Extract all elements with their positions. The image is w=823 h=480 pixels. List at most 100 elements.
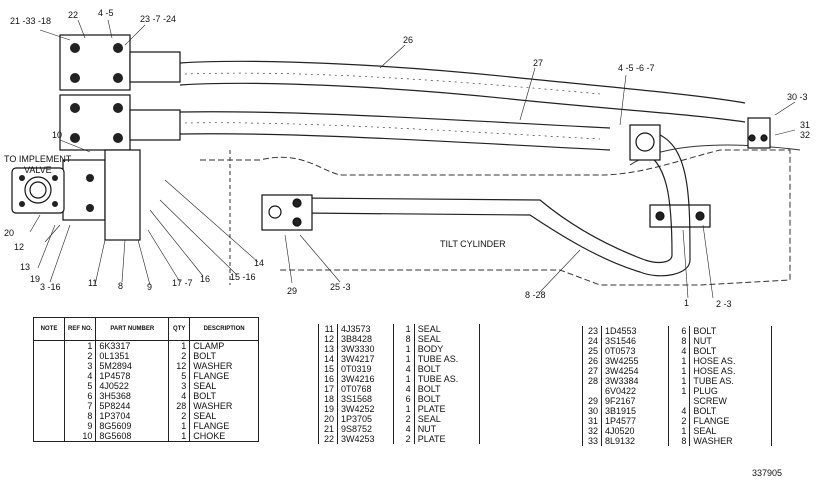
cell-part: 0L1351 [95,351,170,361]
cell-ref: 24 [582,336,602,346]
cell-desc: SEAL [193,411,217,421]
cell-part: 3W4253 [337,434,394,444]
header-note: NOTE [33,317,65,341]
cell-ref: 3 [64,361,97,371]
cell-desc: FLANGE [193,371,230,381]
callout-23-7-24: 23 -7 -24 [140,14,176,24]
cell-part: 4J3573 [337,324,394,334]
cell-qty: 6 [393,394,415,404]
cell-qty: 1 [668,376,691,386]
cell-note [33,401,65,411]
cell-part: 8L9132 [601,436,670,446]
cell-ref: 30 [582,406,602,416]
callout-25-3: 25 -3 [330,282,351,292]
to-implement-label: TO IMPLEMENT [4,154,72,164]
bolt-heads [19,43,123,212]
cell-desc: TUBE AS. [417,374,459,384]
cell-ref: 17 [318,384,338,394]
cell-qty: 4 [668,346,691,356]
cell-part: 3W4252 [337,404,394,414]
cell-note [33,351,65,361]
cell-part: 3B1915 [601,406,670,416]
callout-3-16: 3 -16 [40,282,61,292]
cell-desc: FLANGE [193,421,230,431]
cell-ref: 29 [582,396,602,406]
cell-ref: 20 [318,414,338,424]
cell-note [33,391,65,401]
cell-part: 0T0319 [337,364,394,374]
cell-part: 4J0520 [601,426,670,436]
cell-ref: 25 [582,346,602,356]
cell-part: 3W4254 [601,366,670,376]
cell-desc: BODY [417,344,444,354]
cell-qty: 1 [393,324,415,334]
cell-desc: CHOKE [193,431,226,441]
cell-desc: SEAL [417,324,441,334]
cell-desc: WASHER [193,401,233,411]
callout-8: 8 [118,281,123,291]
callout-2-3: 2 -3 [716,299,732,309]
callout-15-16: 15 -16 [230,272,256,282]
cell-part: 1P4577 [601,416,670,426]
callout-17-7: 17 -7 [172,278,193,288]
cell-part: 0T0573 [601,346,670,356]
cell-ref: 11 [318,324,338,334]
tilt-cylinder-label: TILT CYLINDER [440,239,506,249]
cell-part: 9F2167 [601,396,670,406]
cell-ref: 10 [64,431,97,442]
cell-desc: BOLT [693,406,717,416]
cell-desc: HOSE AS. [693,366,736,376]
callout-31: 31 [800,120,810,130]
cell-part: 8G5608 [95,431,170,442]
cell-note [33,411,65,421]
cell-part: 1D4553 [601,326,670,336]
callout-13: 13 [20,262,30,272]
cell-part: 3S1546 [601,336,670,346]
cell-desc: FLANGE [693,416,730,426]
valve-block [11,34,181,241]
cell-ref [582,386,602,396]
cell-qty: 4 [393,384,415,394]
cell-desc: BOLT [693,346,717,356]
cell-desc: BOLT [693,326,717,336]
cell-ref: 4 [64,371,97,381]
callout-4-5-6-7: 4 -5 -6 -7 [618,63,655,73]
cell-note [33,340,65,351]
callout-11: 11 [88,278,97,288]
cell-qty: 6 [668,326,691,336]
callout-19: 19 [30,274,40,284]
cell-part: 6K3317 [95,340,170,351]
cell-part: 1P4578 [95,371,170,381]
cell-qty: 1 [393,354,415,364]
cell-desc: TUBE AS. [693,376,734,386]
cell-ref: 5 [64,381,97,391]
cell-ref: 31 [582,416,602,426]
callout-14: 14 [254,258,264,268]
cell-qty: 8 [393,334,415,344]
cell-ref: 23 [582,326,602,336]
cell-qty: 1 [668,386,691,396]
cell-part: 8G5609 [95,421,170,431]
callout-20: 20 [4,228,14,238]
callout-4-5: 4 -5 [98,8,114,18]
cell-desc: CLAMP [193,341,225,351]
cell-ref: 1 [64,340,97,351]
cell-part: 3W3384 [601,376,670,386]
